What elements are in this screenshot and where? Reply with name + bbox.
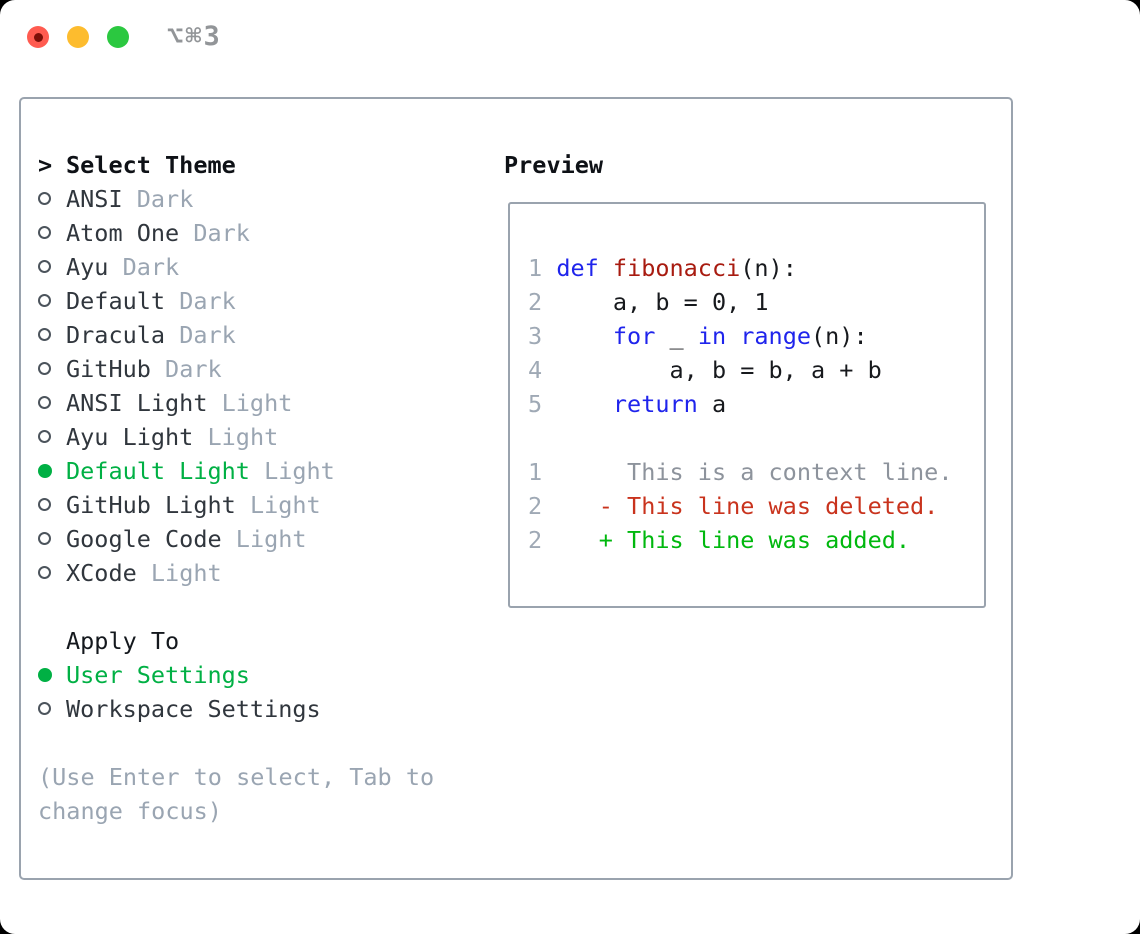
line-number: 5 [528,390,543,418]
radio-selected-icon [38,463,52,478]
code-line: 2 - This line was deleted. [528,492,939,520]
apply-option-user-settings[interactable]: User Settings [38,658,434,692]
radio-icon [38,532,51,545]
theme-option-github-dark[interactable]: GitHub Dark [38,352,434,386]
line-number: 2 [528,526,543,554]
theme-option-label: Default [66,287,166,315]
apply-option-label: Workspace Settings [66,695,321,723]
spacer-row [38,726,434,760]
prompt-caret-icon: > [38,151,53,179]
theme-option-github-light-light[interactable]: GitHub Light Light [38,488,434,522]
code-line: 1 def fibonacci(n): [528,254,797,282]
radio-icon [38,260,51,273]
code-line: 3 for _ in range(n): [528,322,868,350]
theme-option-label: Atom One [66,219,180,247]
theme-list-header-row: > Select Theme [38,148,434,182]
theme-option-label: XCode [66,559,137,587]
theme-variant-tag: Dark [122,253,180,281]
radio-icon [38,226,51,239]
theme-option-default-dark[interactable]: Default Dark [38,284,434,318]
theme-option-label: Google Code [66,525,222,553]
code-line: 5 return a [528,390,727,418]
line-number: 4 [528,356,543,384]
theme-variant-tag: Light [207,423,279,451]
preview-box: 1 def fibonacci(n): 2 a, b = 0, 1 3 for _ … [508,202,986,608]
radio-icon [38,566,51,579]
radio-icon [38,328,51,341]
theme-variant-tag: Dark [165,355,222,383]
radio-icon [38,294,51,307]
theme-option-google-code-light[interactable]: Google Code Light [38,522,434,556]
theme-variant-tag: Light [249,491,321,519]
theme-option-label: Ayu Light [66,423,194,451]
preview-header: Preview [504,151,604,179]
apply-option-workspace-settings[interactable]: Workspace Settings [38,692,434,726]
theme-option-xcode-light[interactable]: XCode Light [38,556,434,590]
code-line: 4 a, b = b, a + b [528,356,882,384]
theme-list-header: Select Theme [66,151,236,179]
preview-code: 1 def fibonacci(n): 2 a, b = 0, 1 3 for _ … [528,251,952,557]
line-number: 2 [528,288,543,316]
close-button[interactable] [27,26,49,48]
theme-option-ansi-light-light[interactable]: ANSI Light Light [38,386,434,420]
spacer-row [38,590,434,624]
code-line: 2 a, b = 0, 1 [528,288,769,316]
theme-variant-tag: Light [221,389,293,417]
theme-option-default-light-light[interactable]: Default Light Light [38,454,434,488]
theme-variant-tag: Dark [193,219,250,247]
radio-icon [38,430,51,443]
theme-option-ayu-light-light[interactable]: Ayu Light Light [38,420,434,454]
window-title: ⌥⌘3 [167,21,222,52]
theme-option-label: GitHub Light [66,491,236,519]
radio-icon [38,362,51,375]
theme-variant-tag: Dark [136,185,194,213]
theme-option-label: ANSI Light [66,389,208,417]
radio-selected-icon [38,667,52,682]
traffic-lights [27,26,129,48]
theme-option-dracula-dark[interactable]: Dracula Dark [38,318,434,352]
zoom-button[interactable] [107,26,129,48]
line-number: 1 [528,458,543,486]
theme-variant-tag: Light [235,525,307,553]
theme-option-label: Ayu [66,253,109,281]
radio-icon [38,702,51,715]
theme-variant-tag: Light [150,559,222,587]
theme-option-ansi-dark[interactable]: ANSI Dark [38,182,434,216]
code-line: 2 + This line was added. [528,526,911,554]
code-line: 1 This is a context line. [528,458,953,486]
theme-variant-tag: Dark [179,287,236,315]
radio-icon [38,498,51,511]
theme-option-label: ANSI [66,185,123,213]
minimize-button[interactable] [67,26,89,48]
theme-option-label: Default Light [66,457,250,485]
line-number: 2 [528,492,543,520]
theme-variant-tag: Light [264,457,335,485]
theme-option-atom-one-dark[interactable]: Atom One Dark [38,216,434,250]
radio-icon [38,192,51,205]
radio-icon [38,396,51,409]
theme-option-label: Dracula [66,321,166,349]
hint-line-2: change focus) [38,797,222,825]
apply-to-header-row: Apply To [38,624,434,658]
line-number: 1 [528,254,543,282]
record-dot-icon [33,32,43,42]
code-line [528,421,952,455]
theme-variant-tag: Dark [179,321,236,349]
theme-option-ayu-dark[interactable]: Ayu Dark [38,250,434,284]
hint-line-1: (Use Enter to select, Tab to [38,763,435,791]
window-titlebar: ⌥⌘3 [0,0,1140,75]
line-number: 3 [528,322,543,350]
theme-option-label: GitHub [66,355,151,383]
apply-option-label: User Settings [66,661,250,689]
apply-to-header: Apply To [66,627,180,655]
